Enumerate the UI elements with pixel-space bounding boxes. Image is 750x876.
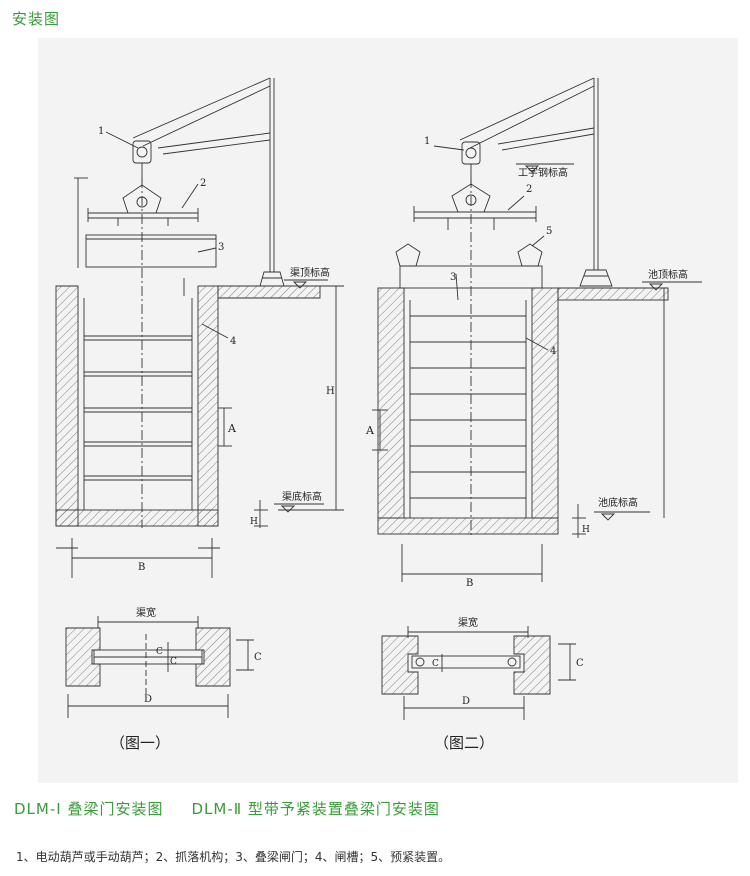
- fig2-callout-4: 4: [550, 346, 556, 357]
- fig2-dim-B: B: [466, 578, 473, 589]
- fig1-callout-1: 1: [98, 126, 104, 137]
- figure1-plan: [65, 616, 254, 718]
- fig1-dim-C1: C: [156, 647, 163, 657]
- fig1-top-level-label: 渠顶标高: [290, 266, 330, 279]
- fig1-dim-H: H: [326, 386, 335, 397]
- fig2-callout-5: 5: [546, 226, 552, 237]
- fig2-bottom-level-label: 池底标高: [598, 496, 638, 509]
- fig1-dim-H1: H: [250, 517, 258, 527]
- fig2-top-level-label: 池顶标高: [648, 268, 688, 281]
- fig1-dim-D: D: [144, 694, 152, 705]
- caption-dlm-1: DLM-Ⅰ 叠梁门安装图: [14, 800, 164, 818]
- figure-captions: DLM-Ⅰ 叠梁门安装图 DLM-Ⅱ 型带予紧装置叠梁门安装图: [14, 798, 440, 819]
- fig1-dim-C: C: [254, 652, 262, 663]
- fig1-bottom-level-label: 渠底标高: [282, 490, 322, 503]
- fig2-dim-C1: C: [432, 659, 439, 669]
- fig2-dim-D: D: [462, 696, 470, 707]
- caption-dlm-2: DLM-Ⅱ 型带予紧装置叠梁门安装图: [191, 800, 440, 818]
- fig2-callout-1: 1: [424, 136, 430, 147]
- fig1-callout-4: 4: [230, 336, 236, 347]
- fig1-caption: （图一）: [110, 734, 170, 752]
- fig2-plan-width-label: 渠宽: [458, 616, 478, 629]
- figure1-elevation: [55, 77, 344, 578]
- installation-drawing-panel: 1 2 3 4 渠顶标高 渠底标高 A H H B 渠宽 C C C D （图一…: [38, 38, 738, 783]
- fig2-dim-A: A: [365, 424, 375, 437]
- fig1-dim-A: A: [227, 422, 237, 435]
- fig2-callout-3: 3: [450, 272, 456, 283]
- fig1-dim-B: B: [138, 562, 145, 573]
- fig2-dim-H1: H: [582, 525, 590, 535]
- figure2-elevation: [372, 77, 702, 582]
- fig1-dim-C2: C: [170, 657, 177, 667]
- parts-legend: 1、电动葫芦或手动葫芦；2、抓落机构；3、叠梁闸门；4、闸槽；5、预紧装置。: [16, 850, 451, 864]
- fig2-dim-C: C: [576, 658, 584, 669]
- installation-drawing: 1 2 3 4 渠顶标高 渠底标高 A H H B 渠宽 C C C D （图一…: [55, 77, 702, 752]
- fig2-caption: （图二）: [434, 734, 494, 752]
- fig1-callout-3: 3: [218, 242, 224, 253]
- fig1-plan-width-label: 渠宽: [136, 606, 156, 619]
- section-title: 安装图: [12, 10, 61, 28]
- fig1-callout-2: 2: [200, 178, 206, 189]
- fig2-callout-2: 2: [526, 184, 532, 195]
- figure2-plan: [381, 626, 576, 720]
- fig2-steel-level-label: 工字钢标高: [518, 166, 568, 179]
